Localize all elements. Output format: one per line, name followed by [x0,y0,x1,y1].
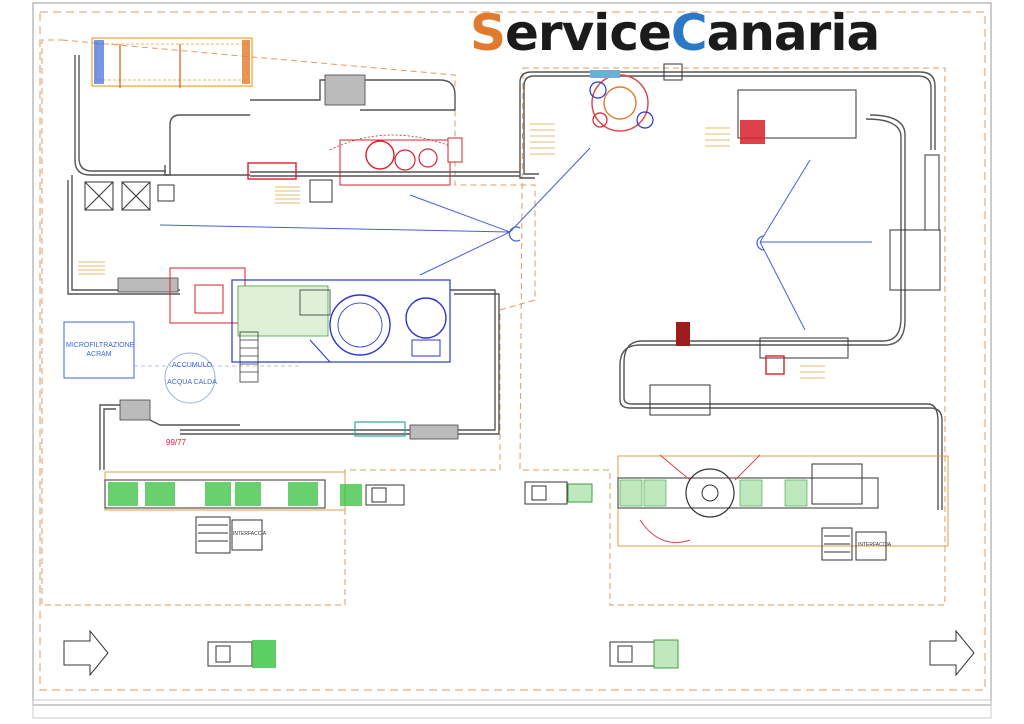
palletizer-right [617,454,949,561]
labeller-station [247,134,463,203]
hot-water-label-line2: ACQUA CALDA [167,379,217,386]
logo-letter-c: C [670,4,708,62]
microfiltration-box [63,321,135,379]
page-border [32,2,992,706]
microfiltration-label: MICROFILTRAZIONE ACRAM [66,341,135,359]
hot-water-label-line1: ACCUMULO [171,362,213,369]
depalletizer-top-left [91,37,253,88]
logo-letter-s: S [470,4,506,62]
forklift-right-line [524,481,593,505]
building-boundary [39,11,986,691]
red-unit-right [740,120,765,144]
palletizer-left [104,471,362,554]
hatched-pads-right [530,123,825,379]
hot-water-tank [164,352,216,404]
right-buffer-tables [649,89,941,416]
left-area-boundary [41,39,536,606]
interface-label-left: INTERFACCIA [233,531,267,537]
flow-direction-arrow-left [63,629,109,677]
stairs [239,331,259,383]
rinser-green [354,421,406,437]
forklift-icon-2 [609,639,679,669]
hatched-pads-top [275,186,300,204]
microfiltration-label-line1: MICROFILTRAZIONE [66,342,135,349]
hatched-pad-left [78,261,105,275]
left-conveyors [67,55,520,470]
title-block-strip [32,699,992,719]
forklift-icon [207,640,276,668]
red-unit-right-2 [765,355,785,375]
flow-arrows-centre [159,147,872,331]
red-stack-right [676,322,690,346]
rotary-labeller-right [589,63,683,132]
dimension-note: 99/77 [166,438,187,447]
left-conveyor-curves [117,74,459,440]
microfiltration-label-line2: ACRAM [86,351,112,358]
c-marker-right [756,235,765,251]
flow-direction-arrow-right [929,629,975,677]
logo-word-anaria: anaria [706,4,881,62]
interface-label-right: INTERFACCIA [858,542,892,548]
hot-water-label: ACCUMULO ACQUA CALDA [164,357,220,391]
forklift-left-line [365,484,405,506]
service-canaria-logo: ServiceCanaria [470,4,881,68]
filling-block [169,267,451,363]
right-area-boundary [519,67,946,606]
c-marker-centre [508,226,521,242]
right-conveyors [519,71,943,510]
logo-word-ervice: ervice [505,4,672,62]
capper-units-left [84,181,175,211]
